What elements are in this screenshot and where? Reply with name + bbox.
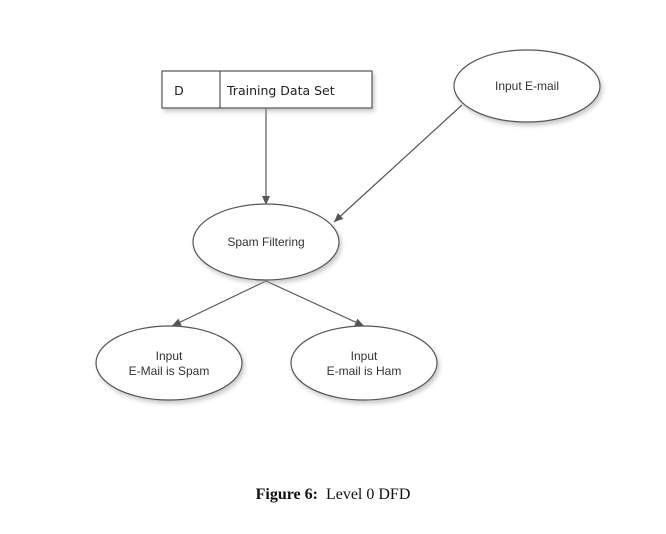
figure-caption: Figure 6: Level 0 DFD [0, 486, 666, 504]
output-ham-label-line1: Input [351, 349, 378, 363]
data-store-name: Training Data Set [226, 83, 335, 98]
spam-filtering-ellipse [192, 203, 340, 281]
figure-caption-label: Figure 6: [255, 486, 318, 503]
process-spam-filtering: Spam Filtering [192, 203, 340, 281]
process-output-ham: Input E-mail is Ham [290, 325, 438, 401]
output-ham-label-line2: E-mail is Ham [327, 364, 402, 378]
flow-spam-filtering-to-spam-output [171, 280, 267, 327]
input-email-label: Input E-mail [495, 79, 559, 93]
process-output-spam: Input E-Mail is Spam [95, 325, 243, 401]
process-input-email: Input E-mail [453, 49, 601, 123]
data-store-training-data-set: D Training Data Set [161, 70, 373, 109]
figure-caption-text: Level 0 DFD [325, 486, 411, 503]
output-spam-label-line2: E-Mail is Spam [129, 364, 210, 378]
input-email-ellipse [453, 49, 601, 123]
data-store-id: D [174, 83, 184, 98]
output-ham-ellipse [290, 325, 438, 401]
spam-filtering-label: Spam Filtering [227, 235, 304, 249]
flow-spam-filtering-to-ham-output [265, 280, 365, 327]
output-spam-label-line1: Input [156, 349, 183, 363]
output-spam-ellipse [95, 325, 243, 401]
flow-input-email-to-spam-filtering [333, 104, 463, 223]
data-store-box [161, 70, 373, 109]
dfd-diagram: D Training Data Set Input E-mail Spam Fi… [95, 49, 601, 401]
